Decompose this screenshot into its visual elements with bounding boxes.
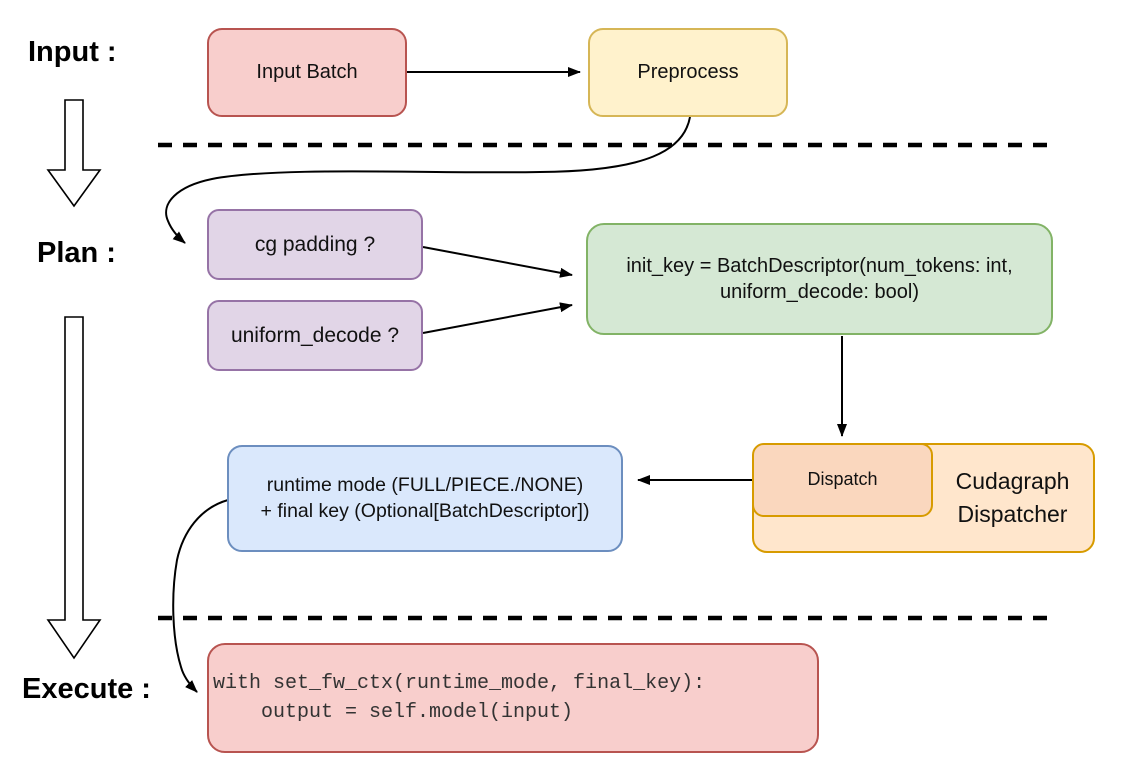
node-runtime-mode-line2: + final key (Optional[BatchDescriptor]) (260, 499, 590, 522)
phase-label-execute: Execute : (22, 673, 151, 705)
node-init-key-line1: init_key = BatchDescriptor(num_tokens: i… (626, 254, 1013, 277)
node-dispatch-label: Dispatch (807, 469, 878, 490)
arrow-preprocess-to-plan (165, 116, 691, 244)
cudagraph-label-line1: Cudagraph (955, 468, 1070, 495)
arrow-cg-padding-to-init-key (422, 246, 573, 278)
node-cudagraph-dispatcher-label: Cudagraph Dispatcher (930, 443, 1095, 553)
node-input-batch: Input Batch (207, 28, 407, 117)
node-uniform-decode: uniform_decode ? (207, 300, 423, 371)
node-preprocess-label: Preprocess (637, 61, 739, 84)
arrow-uniform-decode-to-init-key (422, 302, 573, 334)
arrow-runtime-mode-to-execute (172, 499, 229, 693)
execute-code-line1: with set_fw_ctx(runtime_mode, final_key)… (213, 672, 706, 695)
node-uniform-decode-label: uniform_decode ? (230, 323, 400, 347)
node-runtime-mode: runtime mode (FULL/PIECE./NONE) + final … (227, 445, 623, 552)
phase-label-input: Input : (28, 36, 117, 68)
phase-label-plan: Plan : (37, 237, 116, 269)
phase-arrow-input-to-plan-icon (46, 99, 102, 208)
node-execute-code: with set_fw_ctx(runtime_mode, final_key)… (207, 643, 819, 753)
cudagraph-label-line2: Dispatcher (957, 501, 1068, 527)
node-dispatch: Dispatch (752, 443, 933, 517)
phase-arrow-plan-to-execute-icon (46, 316, 102, 660)
node-cg-padding: cg padding ? (207, 209, 423, 280)
node-cg-padding-label: cg padding ? (254, 232, 376, 256)
node-init-key-line2: uniform_decode: bool) (719, 281, 919, 303)
execute-code-line2: output = self.model(input) (213, 701, 574, 724)
node-input-batch-label: Input Batch (256, 61, 358, 84)
node-runtime-mode-line1: runtime mode (FULL/PIECE./NONE) (266, 473, 584, 496)
node-init-key: init_key = BatchDescriptor(num_tokens: i… (586, 223, 1053, 335)
node-preprocess: Preprocess (588, 28, 788, 117)
